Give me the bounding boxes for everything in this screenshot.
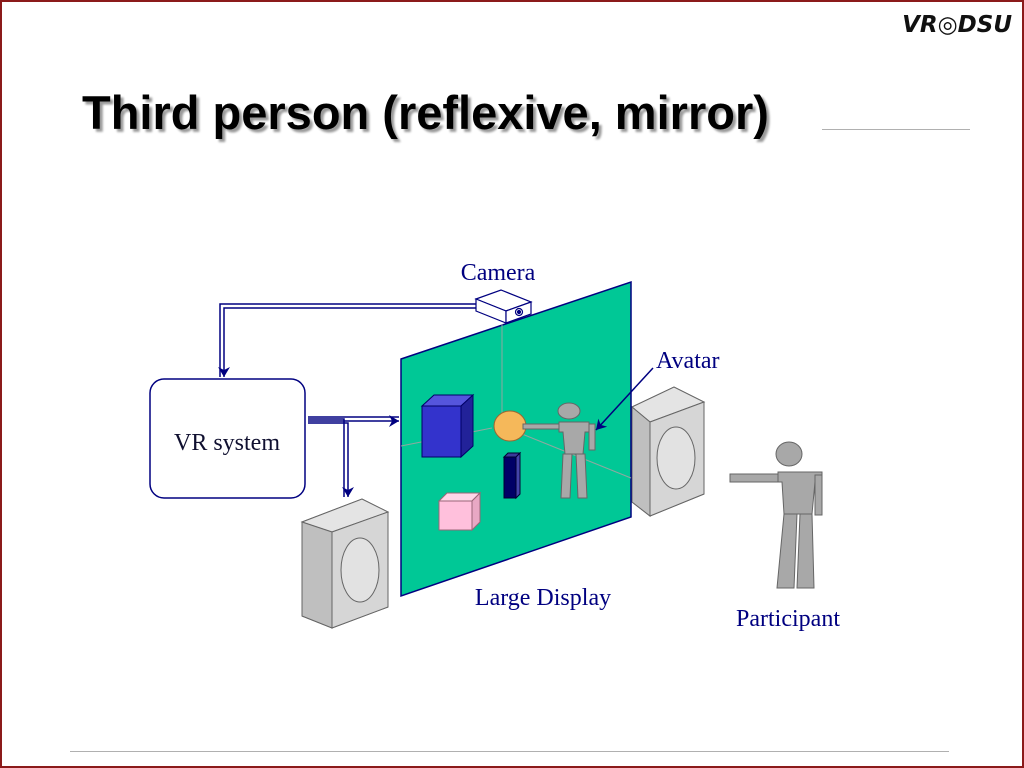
- large-display-label: Large Display: [475, 585, 611, 611]
- vr-dsu-logo: VR◎DSU: [902, 12, 1012, 38]
- footer-rule: [70, 751, 949, 752]
- slide-title: Third person (reflexive, mirror): [82, 86, 769, 139]
- navy-block: [502, 451, 522, 500]
- blue-cube: [420, 393, 475, 459]
- orange-ball: [493, 410, 527, 442]
- participant-figure: [729, 441, 823, 589]
- avatar-figure: [522, 402, 596, 499]
- connector-vr-to-speaker: [308, 418, 354, 497]
- title-underline: [822, 129, 970, 130]
- pink-cube: [437, 491, 482, 532]
- speaker-right: [631, 386, 706, 518]
- vr-system-label: VR system: [174, 430, 280, 456]
- camera-icon: [474, 289, 533, 324]
- avatar-label: Avatar: [656, 348, 720, 374]
- connector-camera-to-vr: [218, 303, 476, 377]
- vr-system-box: [149, 378, 306, 499]
- speaker-left: [300, 498, 390, 629]
- camera-label: Camera: [461, 260, 536, 286]
- connector-vr-to-display: [308, 415, 399, 427]
- participant-label: Participant: [736, 606, 840, 632]
- avatar-pointer-arrow: [595, 367, 654, 431]
